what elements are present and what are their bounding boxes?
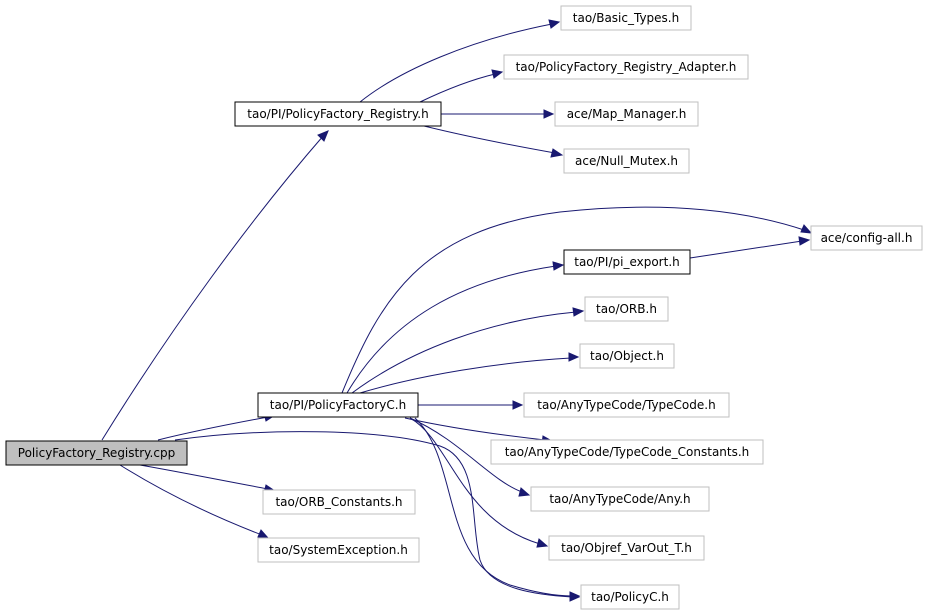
node-registry-h[interactable]: tao/PI/PolicyFactory_Registry.h [234,101,442,127]
arrowhead [569,591,581,601]
arrowhead [798,236,811,246]
edge-pfc-orb [351,311,577,394]
node-objref-varout: tao/Objref_VarOut_T.h [548,535,705,561]
edges [101,19,813,602]
node-label: PolicyFactory_Registry.cpp [18,446,175,460]
edge-root-policyfactoryc [157,416,269,441]
node-label: tao/ORB.h [596,302,657,316]
nodes: PolicyFactory_Registry.cpp tao/PI/Policy… [5,5,923,610]
edge-pfc-any [409,417,523,493]
node-policyc: tao/PolicyC.h [580,584,680,610]
node-root[interactable]: PolicyFactory_Registry.cpp [5,440,188,466]
node-label: tao/PolicyC.h [591,590,669,604]
node-label: ace/config-all.h [821,231,913,245]
node-any-h: tao/AnyTypeCode/Any.h [530,486,710,512]
edge-root-orbconstants [139,464,269,490]
node-object-h: tao/Object.h [579,343,675,369]
arrowhead [543,109,555,119]
arrowhead [800,224,813,234]
node-label: tao/Object.h [590,349,664,363]
edge-root-registry [101,134,325,441]
node-label: tao/PI/PolicyFactoryC.h [270,398,406,412]
arrowhead [548,19,561,29]
edge-pfc-config [341,206,805,394]
node-orb-h: tao/ORB.h [584,296,669,322]
node-label: tao/SystemException.h [269,543,408,557]
node-label: tao/Basic_Types.h [573,11,679,25]
arrowhead [512,400,524,410]
node-pi-export[interactable]: tao/PI/pi_export.h [563,249,691,275]
node-label: tao/AnyTypeCode/TypeCode_Constants.h [505,445,750,459]
node-typecode: tao/AnyTypeCode/TypeCode.h [523,392,730,418]
node-orb-constants: tao/ORB_Constants.h [262,489,416,515]
node-config-all: ace/config-all.h [810,225,923,251]
edge-pfc-tcconst [404,417,546,441]
node-label: tao/AnyTypeCode/Any.h [549,492,690,506]
node-basic-types: tao/Basic_Types.h [560,5,692,31]
arrowhead [572,307,585,317]
node-label: tao/AnyTypeCode/TypeCode.h [537,398,715,412]
node-policyfactoryc[interactable]: tao/PI/PolicyFactoryC.h [257,392,419,418]
arrowhead [518,487,531,497]
node-label: tao/ORB_Constants.h [275,495,402,509]
edge-root-policyc [174,431,573,598]
arrowhead [536,538,549,548]
edge-pfc-objref [409,417,541,545]
arrowhead [257,529,270,539]
node-label: tao/PolicyFactory_Registry_Adapter.h [516,60,737,74]
node-label: tao/PI/PolicyFactory_Registry.h [247,107,428,121]
arrowhead [317,130,329,142]
edge-reg-mutex [419,124,556,154]
node-label: ace/Map_Manager.h [567,107,687,121]
edge-pfc-policyc [414,417,573,597]
arrowhead [491,69,504,79]
edge-root-sysexc [119,464,263,536]
arrowhead [568,352,580,362]
arrowhead [550,148,564,158]
node-map-manager: ace/Map_Manager.h [554,101,699,127]
edge-piexport-config [689,240,803,259]
node-system-exception: tao/SystemException.h [257,537,420,563]
node-label: ace/Null_Mutex.h [575,154,678,168]
edge-pfc-object [359,357,572,394]
edge-reg-adapter [419,73,496,103]
arrowhead [552,261,565,271]
edge-reg-basic [359,23,553,103]
node-label: tao/Objref_VarOut_T.h [561,541,692,555]
node-label: tao/PI/pi_export.h [574,255,680,269]
node-registry-adapter: tao/PolicyFactory_Registry_Adapter.h [503,54,749,80]
node-null-mutex: ace/Null_Mutex.h [563,148,690,174]
node-typecode-constants: tao/AnyTypeCode/TypeCode_Constants.h [490,439,764,465]
edge-pfc-piexport [346,265,557,394]
